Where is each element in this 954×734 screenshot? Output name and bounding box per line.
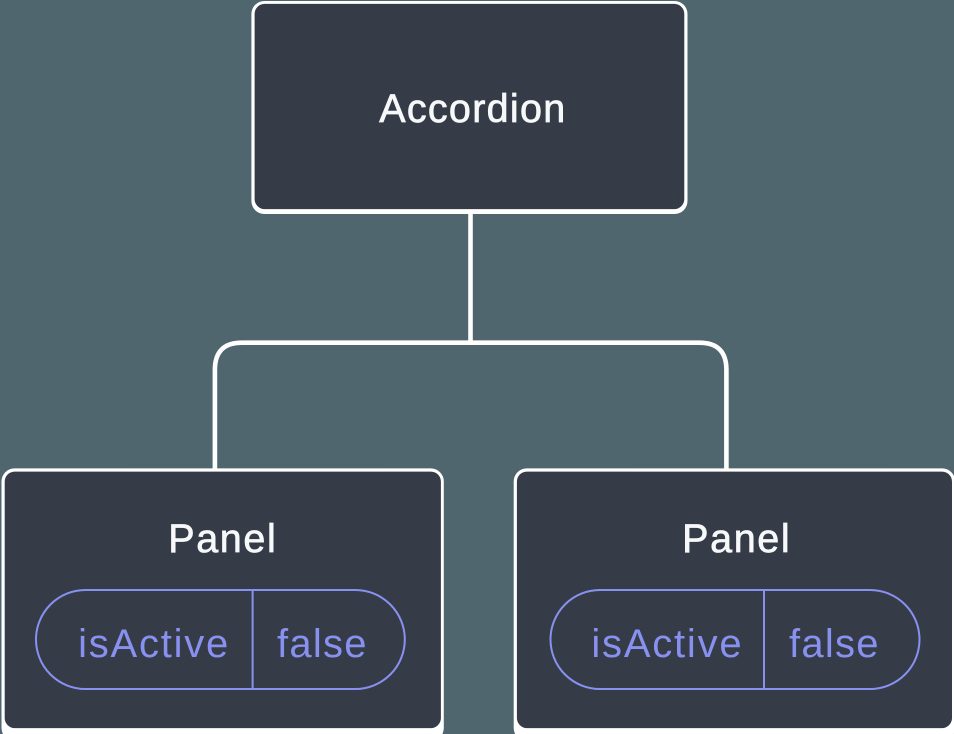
svg-text:isActive: isActive bbox=[78, 622, 228, 666]
svg-text:isActive: isActive bbox=[591, 622, 741, 666]
svg-text:false: false bbox=[277, 622, 367, 666]
svg-text:false: false bbox=[789, 622, 879, 666]
svg-text:Accordion: Accordion bbox=[379, 87, 565, 131]
svg-text:Panel: Panel bbox=[682, 517, 790, 561]
svg-text:Panel: Panel bbox=[168, 517, 276, 561]
